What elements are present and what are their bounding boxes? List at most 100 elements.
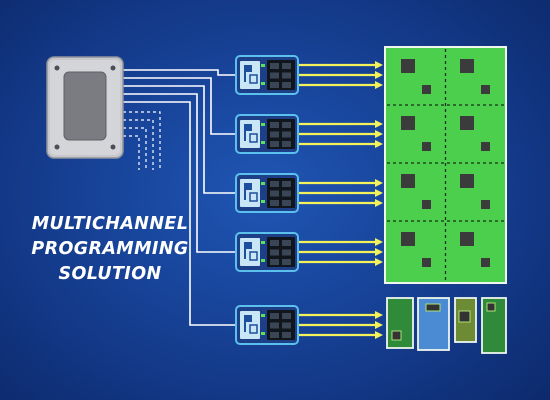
connector-pin [270,259,279,265]
connector-pin [282,332,291,338]
module-logo-icon [249,192,258,202]
connector-pin [282,122,291,128]
connector-pin [282,72,291,79]
arrow-head-icon [375,189,383,197]
programmer-module [235,114,299,154]
programmer-module [235,232,299,272]
connector-pin [282,249,291,256]
connector-pin [282,141,291,147]
host-screen [63,71,107,141]
chip [422,85,431,94]
title-line-1: MULTICHANNEL [31,214,189,234]
module-logo-icon [249,251,258,261]
led-icon [261,82,265,85]
wire [123,101,236,326]
connector-pin [270,200,279,206]
module-logo-icon [249,324,258,334]
chip [481,142,490,151]
dashed-wire [123,127,147,170]
dashed-wire [123,111,161,170]
led-icon [261,314,265,317]
led-icon [261,332,265,335]
programmer-module-group [235,55,299,345]
arrow-head-icon [375,179,383,187]
arrow-head-icon [375,238,383,246]
connector-pin [282,131,291,138]
chip [460,59,474,73]
connector-pin [270,240,279,246]
connector-pin [282,63,291,69]
connector-pin [282,82,291,88]
chip [401,59,415,73]
led-icon [261,241,265,244]
connector-pin [282,240,291,246]
connector-pin [282,200,291,206]
programmer-module [235,55,299,95]
wire [123,77,236,135]
module-logo-icon [244,242,252,259]
chip [401,174,415,188]
title-line-3: SOLUTION [58,264,162,284]
chip [425,303,441,312]
arrow-head-icon [375,258,383,266]
module-logo-icon [249,133,258,143]
chip [422,200,431,209]
chip [458,310,471,323]
programmer-module [235,173,299,213]
small-target-board [454,297,477,343]
unused-channel-wires [123,111,161,170]
connector-pin [270,72,279,79]
led-icon [261,141,265,144]
connector-pin [270,332,279,338]
small-target-board [417,297,450,351]
arrow-head-icon [375,61,383,69]
module-logo-icon [249,74,258,84]
chip [486,302,496,312]
chip [401,116,415,130]
led-icon [261,64,265,67]
chip [460,232,474,246]
panel-chips [401,59,490,267]
arrow-head-icon [375,71,383,79]
wire [123,93,236,253]
arrow-head-icon [375,81,383,89]
connector-pin [270,181,279,187]
panel-separators [387,49,504,281]
arrow-head-icon [375,248,383,256]
chip [481,85,490,94]
wire [123,69,236,76]
chip [422,258,431,267]
wire [123,85,236,194]
chip [422,142,431,151]
connector-pin [282,181,291,187]
module-logo-icon [244,65,252,82]
led-icon [261,200,265,203]
chip [460,116,474,130]
title-line-2: PROGRAMMING [31,239,189,259]
small-target-board [386,297,414,349]
connector-pin [270,131,279,138]
small-target-boards [386,297,507,354]
arrow-head-icon [375,199,383,207]
arrow-head-icon [375,331,383,339]
dashed-wire [123,135,140,170]
chip [391,330,402,341]
connector-pin [270,322,279,329]
led-icon [261,259,265,262]
chip [401,232,415,246]
arrow-head-icon [375,120,383,128]
host-screw-icon [54,65,60,71]
connector-pin [270,63,279,69]
programmer-module [235,305,299,345]
connector-pin [270,190,279,197]
small-board-body [481,297,507,354]
led-icon [261,123,265,126]
diagram-title: MULTICHANNEL PROGRAMMING SOLUTION [0,212,220,287]
chip [460,174,474,188]
host-screw-icon [110,65,116,71]
arrow-head-icon [375,321,383,329]
